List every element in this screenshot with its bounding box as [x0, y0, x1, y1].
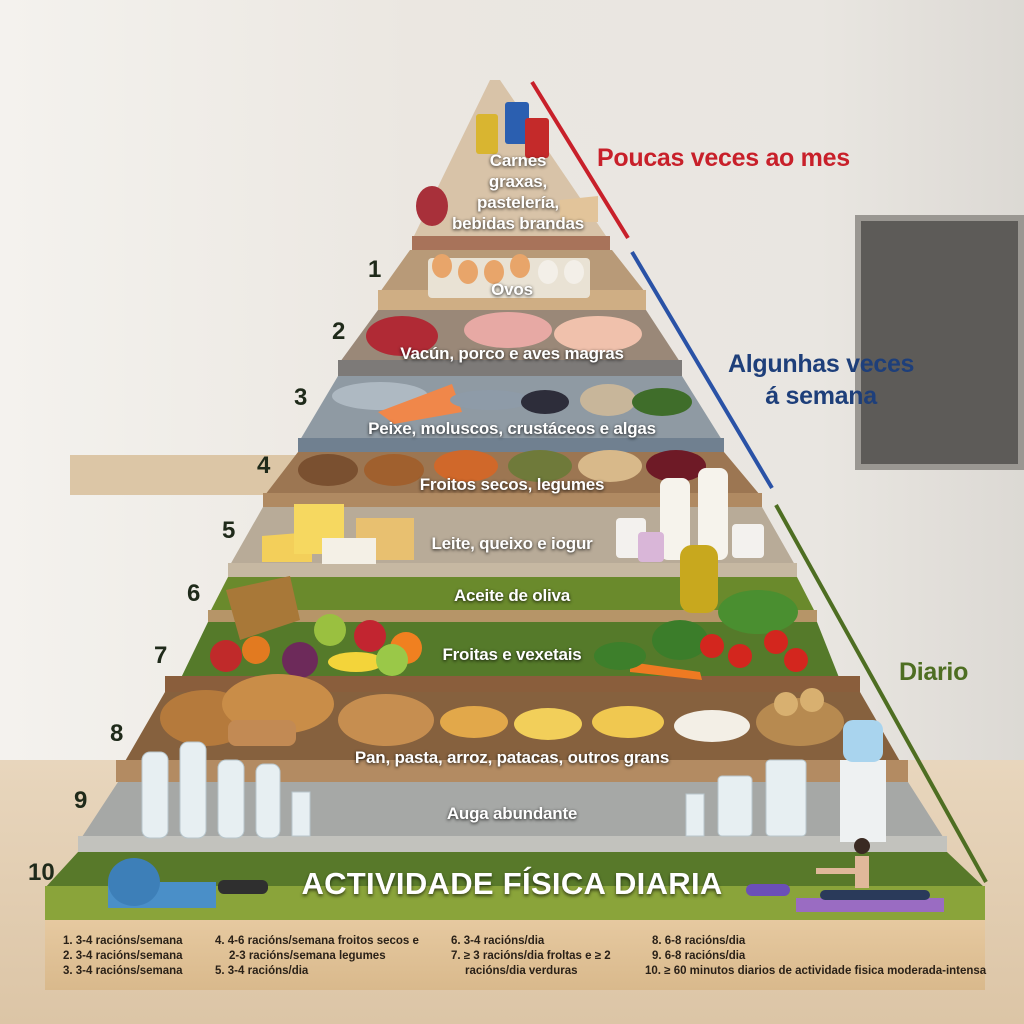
cake-icon	[560, 196, 598, 222]
tier-7-label: Froitas e vexetais	[442, 645, 582, 664]
dumbbell-icon	[218, 880, 268, 894]
exercise-mat-icon	[796, 898, 944, 912]
milk-bottle-icon	[698, 468, 728, 560]
tier-5-label: Leite, queixo e iogur	[431, 534, 593, 553]
dumbbell-icon	[746, 884, 790, 896]
can-icon	[476, 114, 498, 154]
tier-number: 9	[74, 787, 88, 814]
bread-icon	[160, 674, 434, 746]
tier-top-shelf	[412, 236, 610, 250]
frequency-rare-label: Poucas veces ao mes	[597, 144, 850, 172]
legend-item: 9. 6-8 racións/dia	[652, 950, 746, 962]
tier-number: 7	[154, 642, 168, 669]
tier-number: 1	[368, 256, 382, 283]
water-bottles-icon	[141, 741, 807, 839]
eggs-icon	[432, 254, 584, 284]
servings-legend: 1. 3-4 racións/semana 2. 3-4 racións/sem…	[45, 920, 986, 990]
pork-icon	[464, 312, 552, 348]
daily-frequency-line	[774, 504, 988, 883]
cheese-icon	[322, 538, 376, 564]
weekly-frequency-line	[630, 250, 774, 490]
tier-6	[210, 577, 815, 612]
olive-oil-bottle-icon	[680, 545, 718, 613]
tier-number: 4	[257, 452, 271, 479]
chicken-icon	[554, 316, 642, 352]
tier-2-shelf	[338, 360, 682, 376]
mussels-icon	[521, 390, 569, 414]
legend-column-3: 6. 3-4 racións/dia 7. ≥ 3 racións/dia fr…	[451, 934, 611, 979]
tier-4-label: Froitos secos, legumes	[419, 475, 605, 494]
grain-bowls	[440, 688, 844, 746]
tier-number: 3	[294, 384, 308, 411]
legend-item: 10. ≥ 60 minutos diarios de actividade f…	[645, 965, 987, 977]
frequency-daily-label: Diario	[899, 658, 969, 686]
background-oven	[855, 215, 1024, 470]
legend-item: 6. 3-4 racións/dia	[451, 935, 545, 947]
tier-8-label: Pan, pasta, arroz, patacas, outros grans	[354, 748, 670, 767]
tier-9-shelf	[78, 836, 947, 852]
tier-2-label: Vacún, porco e aves magras	[400, 344, 624, 363]
tier-10-label: ACTIVIDADE FÍSICA DIARIA	[301, 866, 723, 901]
tier-top	[414, 80, 606, 236]
tier-3-shelf	[298, 438, 724, 452]
person-exercising-icon	[816, 838, 930, 900]
tier-number: 10	[28, 859, 55, 886]
tier-6-label: Aceite de oliva	[453, 586, 571, 605]
legend-item: 3. 3-4 racións/semana	[63, 965, 183, 977]
salami-icon	[416, 186, 448, 226]
seaweed-icon	[632, 388, 692, 416]
legend-column-2: 4. 4-6 racións/semana froitos secos e 2-…	[215, 934, 419, 979]
tier-6-shelf	[208, 610, 817, 622]
legend-item: 5. 3-4 racións/dia	[215, 965, 309, 977]
legend-column-4: 8. 6-8 racións/dia 9. 6-8 racións/dia 10…	[645, 934, 986, 979]
can-icon	[525, 118, 549, 158]
tier-4-shelf	[263, 493, 762, 507]
frequency-weekly-label: Algunhas veces á semana	[728, 348, 914, 412]
legume-bowls	[298, 450, 706, 486]
tier-9-label: Auga abundante	[446, 804, 578, 823]
legend-item: 2-3 racións/semana legumes	[229, 950, 386, 962]
legend-item: 4. 4-6 racións/semana froitos secos e	[215, 935, 419, 947]
frequency-weekly-line: á semana	[765, 382, 877, 410]
yogurt-icon	[638, 532, 664, 562]
legend-column-1: 1. 3-4 racións/semana 2. 3-4 racións/sem…	[63, 934, 183, 979]
fruits-icon	[210, 576, 422, 678]
tier-7-shelf	[165, 676, 860, 692]
can-icon	[505, 102, 529, 144]
tier-top-line: bebidas brandas	[451, 214, 585, 233]
tier-number: 8	[110, 720, 124, 747]
water-cooler-icon	[840, 760, 886, 842]
legend-item: 2. 3-4 racións/semana	[63, 950, 183, 962]
rare-frequency-line	[530, 80, 630, 240]
legend-item: 8. 6-8 racións/dia	[652, 935, 746, 947]
tier-10	[45, 852, 985, 888]
tier-number: 5	[222, 517, 236, 544]
tier-1-label: Ovos	[491, 280, 533, 299]
milk-bottle-icon	[660, 478, 690, 560]
tier-top-label: Carnes graxas, pastelería, bebidas brand…	[452, 150, 584, 234]
tier-8-shelf	[116, 760, 908, 782]
tier-top-line: graxas,	[488, 172, 548, 191]
tier-3-label: Peixe, moluscos, crustáceos e algas	[368, 419, 656, 438]
tier-number: 2	[332, 318, 346, 345]
beef-icon	[366, 316, 438, 356]
legend-item: 1. 3-4 racións/semana	[63, 935, 183, 947]
sardines-icon	[450, 390, 530, 410]
legend-item: racións/dia verduras	[465, 965, 578, 977]
salmon-icon	[378, 384, 462, 424]
yoga-mat-roll-icon	[108, 858, 160, 906]
water-jug-icon	[843, 720, 883, 762]
clams-icon	[580, 384, 636, 416]
tier-top-line: Carnes	[489, 151, 547, 170]
tier-number: 6	[187, 580, 201, 607]
vegetables-icon	[594, 590, 808, 680]
tier-top-line: pastelería,	[477, 193, 559, 212]
frequency-weekly-line: Algunhas veces	[728, 350, 915, 378]
yogurt-icon	[732, 524, 764, 558]
legend-item: 7. ≥ 3 racións/dia froltas e ≥ 2	[451, 950, 611, 962]
tier-5-shelf	[228, 563, 797, 577]
